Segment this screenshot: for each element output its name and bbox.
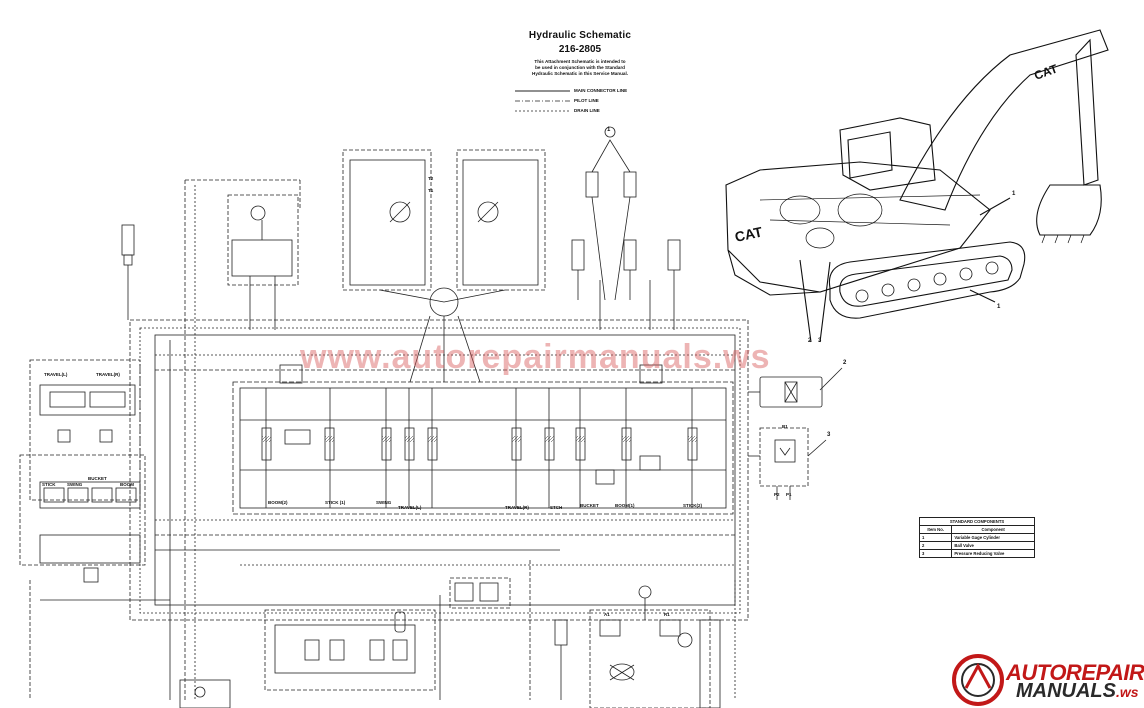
standard-components-table: STANDARD COMPONENTS Item No. Component 1… bbox=[918, 517, 1035, 558]
callout-number: 1 bbox=[607, 127, 611, 133]
title-block: Hydraulic Schematic 216-2805 This Attach… bbox=[470, 30, 690, 77]
label-bucket-main: BUCKET bbox=[580, 503, 599, 508]
attachment-note: This Attachment Schematic is intended to… bbox=[470, 59, 690, 77]
watermark-text: www.autorepairmanuals.ws bbox=[300, 338, 771, 376]
part-number: 216-2805 bbox=[558, 44, 602, 55]
svg-text:CAT: CAT bbox=[1032, 61, 1060, 83]
port-a1: A1 bbox=[604, 612, 610, 617]
callout-number: 3 bbox=[827, 432, 831, 438]
note-line: be used in conjunction with the Standard bbox=[535, 65, 625, 70]
logo-emblem-icon bbox=[952, 654, 1004, 706]
note-line: Hydraulic Schematic in this Service Manu… bbox=[532, 71, 628, 76]
legend-drain-line: DRAIN LINE bbox=[574, 108, 600, 113]
table-row: 2 Ball Valve bbox=[918, 541, 1035, 550]
legend-pilot-line: PILOT LINE bbox=[574, 98, 599, 103]
label-stch: STCH bbox=[550, 505, 563, 510]
label-stick2: STICK(2) bbox=[683, 503, 702, 508]
brand-logo: AUTOREPAIR MANUALS.ws bbox=[948, 652, 1144, 708]
label-stick1: STICK (1) bbox=[325, 500, 346, 505]
table-row: 3 Pressure Reducing Valve bbox=[918, 549, 1035, 558]
callout-number: 1 bbox=[1012, 191, 1016, 197]
svg-text:CAT: CAT bbox=[733, 223, 764, 245]
port-t2: T2 bbox=[428, 176, 434, 181]
logo-bottom-text: MANUALS.ws bbox=[1016, 680, 1139, 703]
table-cell: Variable Gage Cylinder bbox=[951, 533, 1035, 542]
label-stick: STICK bbox=[42, 482, 56, 487]
label-travel-r: TRAVEL(R) bbox=[96, 372, 120, 377]
table-cell: 2 bbox=[918, 541, 953, 550]
label-boom1: BOOM(1) bbox=[615, 503, 635, 508]
note-line: This Attachment Schematic is intended to bbox=[534, 59, 626, 64]
label-travel-l-main: TRAVEL(L) bbox=[398, 505, 422, 510]
logo-top-text: AUTOREPAIR bbox=[1006, 660, 1144, 685]
port-r1: R1 bbox=[664, 612, 670, 617]
label-boom: BOOM bbox=[120, 482, 134, 487]
label-swing: SWING bbox=[67, 482, 83, 487]
table-title: STANDARD COMPONENTS bbox=[919, 517, 1035, 526]
table-cell: 3 bbox=[918, 549, 953, 558]
label-bucket: BUCKET bbox=[88, 476, 107, 481]
logo-manuals-text: MANUALS bbox=[1016, 680, 1116, 702]
table-row: 1 Variable Gage Cylinder bbox=[918, 533, 1035, 542]
callout-number: 2 bbox=[808, 338, 812, 344]
table-header: Component bbox=[951, 525, 1035, 534]
callout-number: 2 bbox=[843, 360, 847, 366]
table-cell: Pressure Reducing Valve bbox=[951, 549, 1035, 558]
legend-main-connector: MAIN CONNECTOR LINE bbox=[574, 88, 628, 93]
callout-number: 1 bbox=[997, 304, 1001, 310]
port-p2: P2 bbox=[774, 492, 780, 497]
table-header: Item No. bbox=[918, 525, 953, 534]
port-p1: P1 bbox=[786, 492, 792, 497]
port-b1: B1 bbox=[782, 424, 788, 429]
callout-number: 3 bbox=[818, 338, 822, 344]
label-boom2: BOOM(2) bbox=[268, 500, 288, 505]
table-cell: Ball Valve bbox=[951, 541, 1035, 550]
schematic-title: Hydraulic Schematic bbox=[528, 30, 632, 41]
label-travel-r-main: TRAVEL(R) bbox=[505, 505, 529, 510]
table-cell: 1 bbox=[918, 533, 953, 542]
logo-suffix-text: .ws bbox=[1116, 684, 1139, 700]
label-swing-main: SWING bbox=[376, 500, 392, 505]
label-travel-l: TRAVEL(L) bbox=[44, 372, 68, 377]
port-t1: T1 bbox=[428, 188, 434, 193]
